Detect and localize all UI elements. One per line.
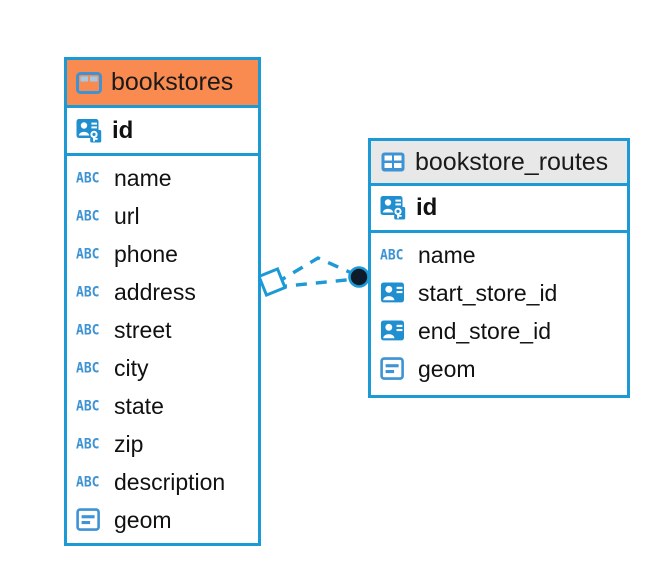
column-label-url: url [114, 202, 140, 229]
abc-text-icon: ABC [76, 397, 100, 415]
column-label-name: name [418, 241, 476, 268]
entity-header-bookstore-routes[interactable]: bookstore_routes [371, 141, 627, 186]
column-row-end-store-id[interactable]: end_store_id [371, 312, 627, 350]
column-label-geom: geom [114, 506, 172, 533]
entity-title-bookstore-routes: bookstore_routes [415, 147, 609, 176]
entity-column-list-bookstore-routes: ABC name start_store_id [371, 233, 627, 394]
column-row-street[interactable]: ABC street [67, 311, 258, 349]
column-row-url[interactable]: ABC url [67, 197, 258, 235]
entity-primary-key-label-bookstores: id [112, 116, 134, 144]
geometry-icon [380, 357, 404, 380]
entity-table-bookstore-routes[interactable]: bookstore_routes id ABC name [368, 138, 630, 398]
abc-text-icon: ABC [76, 359, 100, 377]
entity-primary-key-row-bookstores[interactable]: id [67, 108, 258, 156]
primary-key-icon [76, 118, 102, 142]
column-label-geom: geom [418, 355, 476, 382]
relationship-branch-upper [275, 256, 357, 285]
abc-text-icon: ABC [76, 245, 100, 263]
entity-header-bookstores[interactable]: bookstores [67, 60, 258, 108]
relationship-branch-lower [275, 277, 357, 289]
column-row-name[interactable]: ABC name [67, 159, 258, 197]
primary-key-icon [380, 196, 406, 220]
foreign-key-icon [380, 282, 404, 303]
column-label-start-store-id: start_store_id [418, 279, 558, 306]
entity-title-bookstores: bookstores [111, 68, 234, 96]
entity-primary-key-row-bookstore-routes[interactable]: id [371, 186, 627, 233]
column-label-zip: zip [114, 430, 144, 457]
entity-column-list-bookstores: ABC name ABC url ABC phone ABC address A… [67, 156, 258, 545]
column-label-street: street [114, 316, 172, 343]
entity-primary-key-label-bookstore-routes: id [416, 194, 438, 221]
column-label-description: description [114, 468, 226, 495]
abc-text-icon: ABC [76, 169, 100, 187]
abc-text-icon: ABC [76, 435, 100, 453]
column-row-start-store-id[interactable]: start_store_id [371, 274, 627, 312]
table-icon [381, 152, 405, 172]
column-label-city: city [114, 354, 149, 381]
column-row-state[interactable]: ABC state [67, 387, 258, 425]
abc-text-icon: ABC [76, 207, 100, 225]
column-label-address: address [114, 278, 196, 305]
abc-text-icon: ABC [76, 321, 100, 339]
column-row-address[interactable]: ABC address [67, 273, 258, 311]
entity-table-bookstores[interactable]: bookstores id ABC name ABC [64, 57, 261, 546]
column-label-name: name [114, 164, 172, 191]
column-label-end-store-id: end_store_id [418, 317, 551, 344]
column-row-city[interactable]: ABC city [67, 349, 258, 387]
column-label-phone: phone [114, 240, 178, 267]
column-row-geom[interactable]: geom [371, 350, 627, 388]
abc-text-icon: ABC [76, 473, 100, 491]
column-row-description[interactable]: ABC description [67, 463, 258, 501]
geometry-icon [76, 508, 100, 531]
abc-text-icon: ABC [380, 246, 404, 264]
column-row-name[interactable]: ABC name [371, 236, 627, 274]
column-row-geom[interactable]: geom [67, 501, 258, 539]
column-row-phone[interactable]: ABC phone [67, 235, 258, 273]
column-row-zip[interactable]: ABC zip [67, 425, 258, 463]
abc-text-icon: ABC [76, 283, 100, 301]
foreign-key-icon [380, 320, 404, 341]
relationship-dot-endpoint[interactable] [348, 266, 370, 288]
column-label-state: state [114, 392, 164, 419]
table-icon [76, 71, 102, 94]
relationship-diamond-endpoint[interactable] [257, 267, 287, 297]
